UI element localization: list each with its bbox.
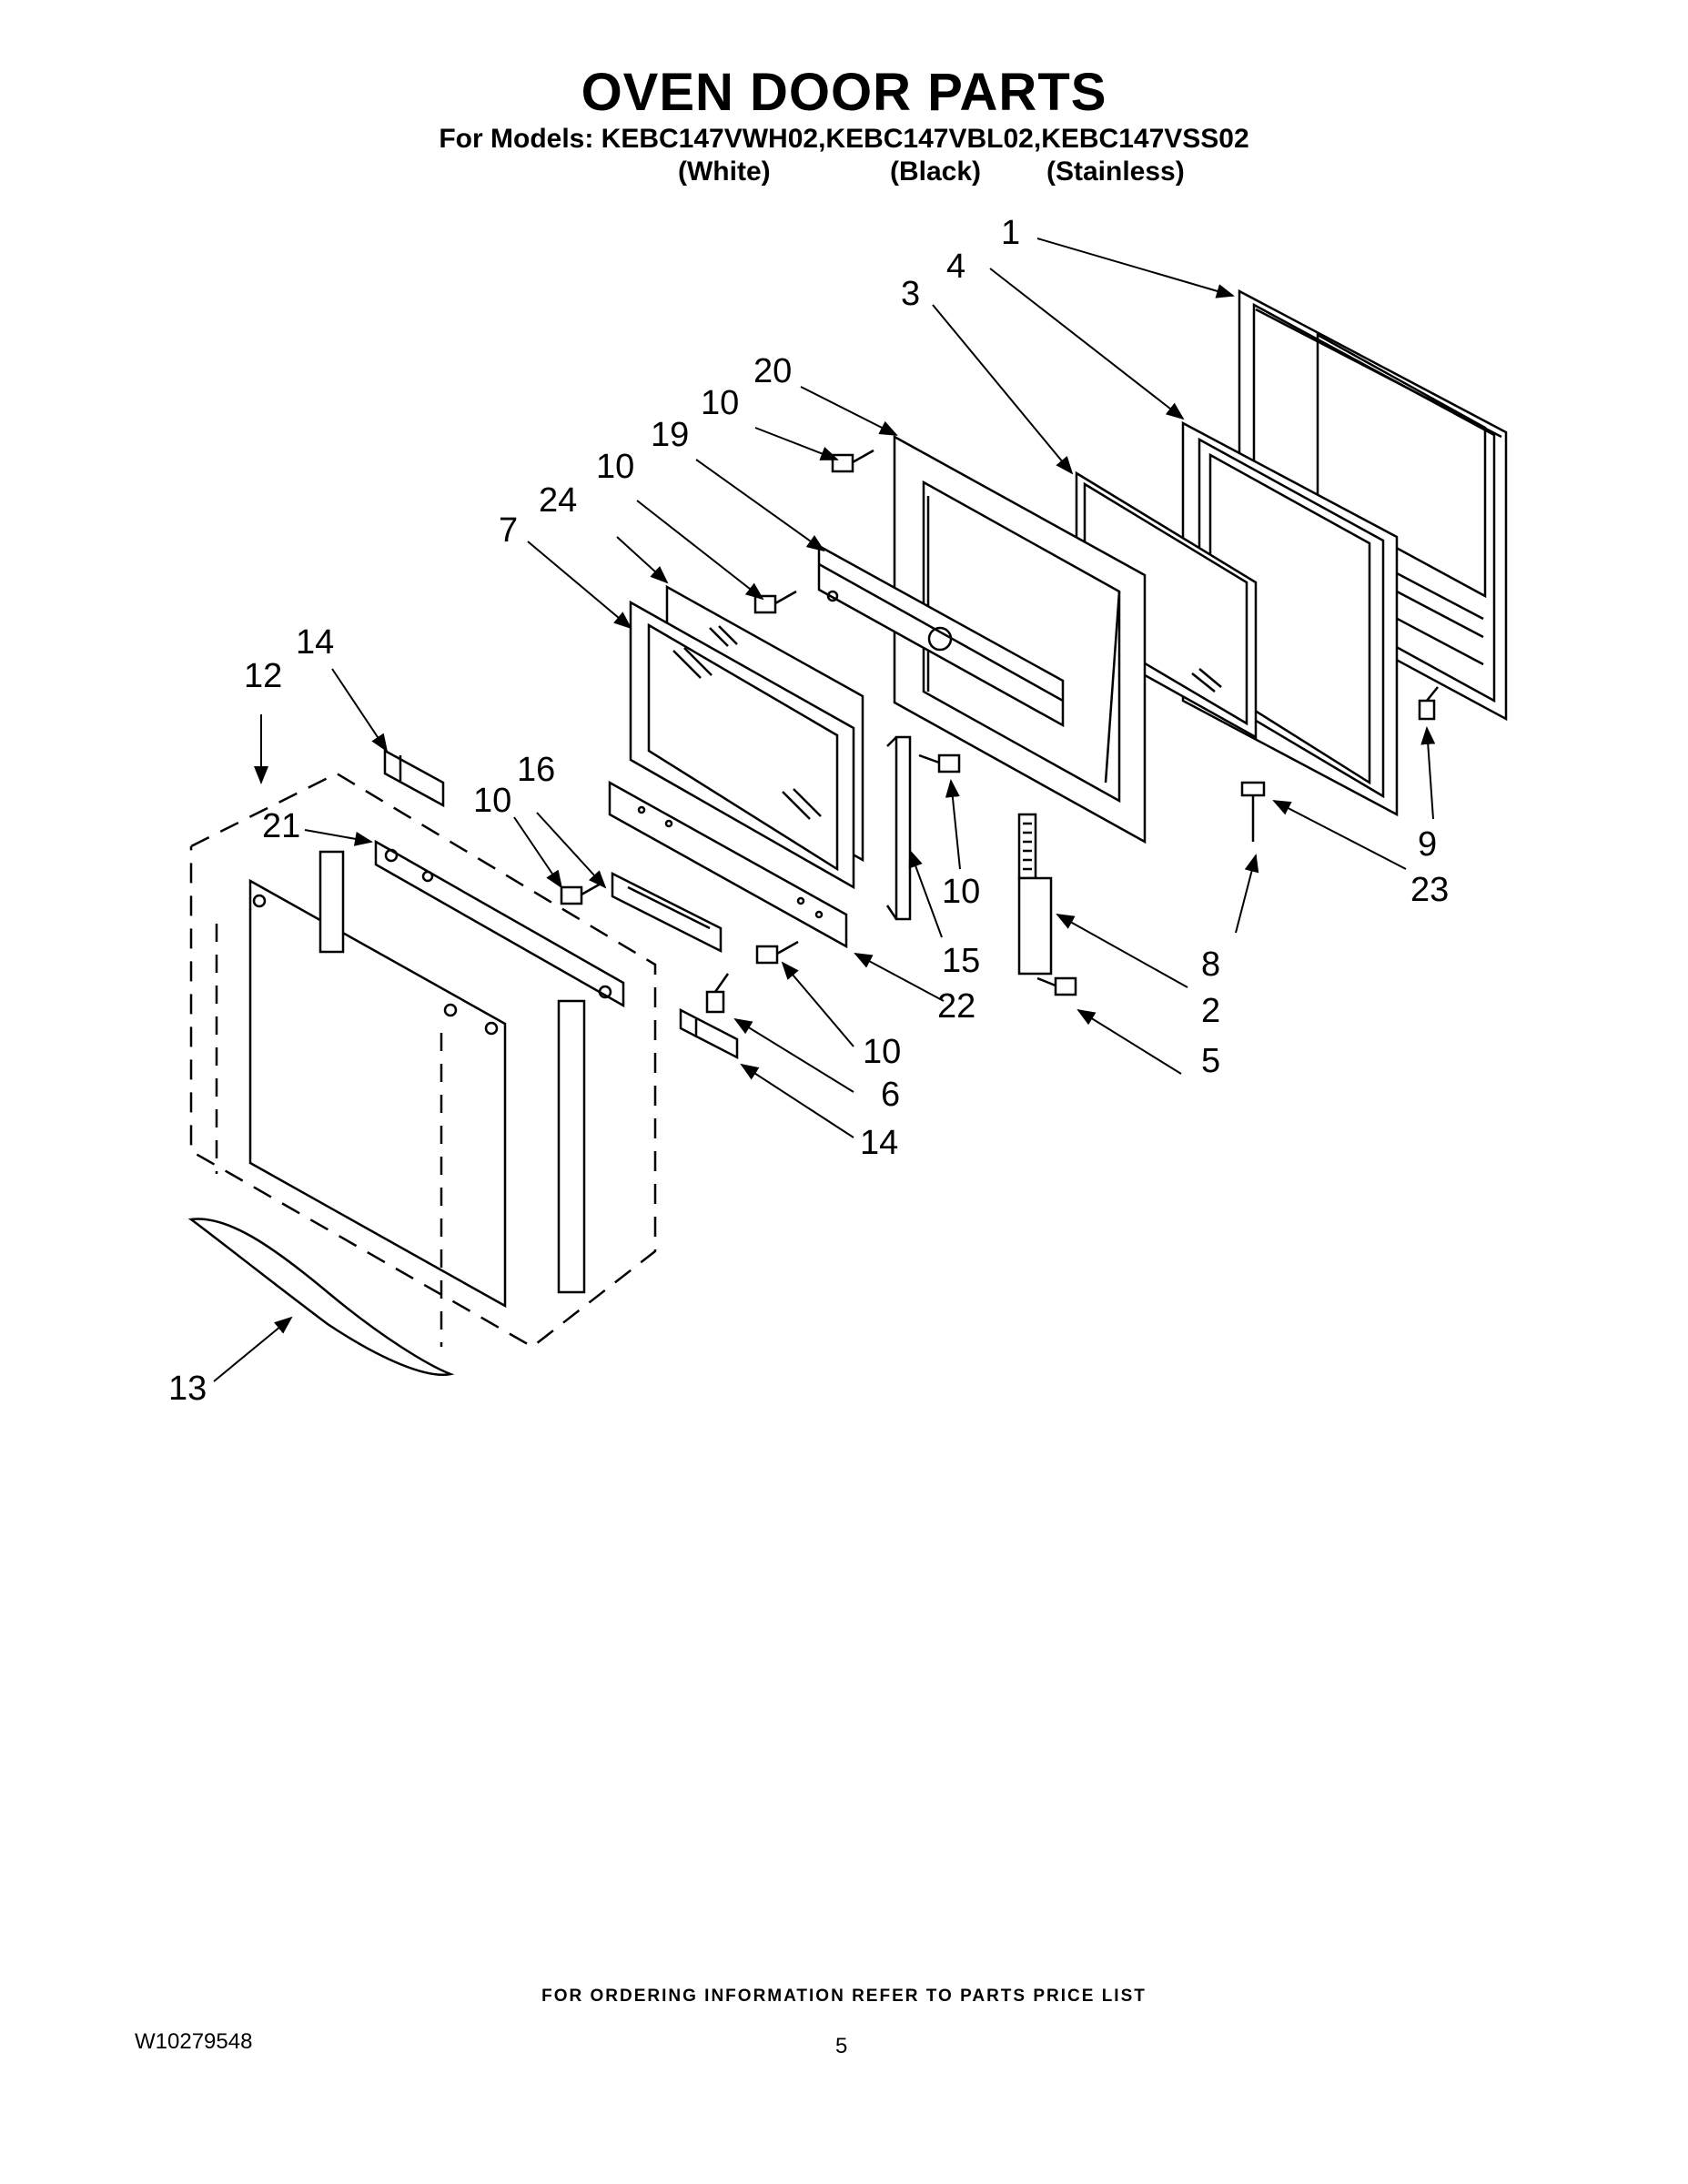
callout-12: 12 xyxy=(244,657,282,695)
callout-9: 9 xyxy=(1418,825,1437,864)
callout-10-lower: 10 xyxy=(863,1033,901,1071)
callout-5: 5 xyxy=(1201,1042,1220,1080)
models-line: For Models: KEBC147VWH02,KEBC147VBL02,KE… xyxy=(439,124,1249,154)
callout-3: 3 xyxy=(901,275,920,313)
callout-13: 13 xyxy=(168,1370,207,1408)
door-handle xyxy=(187,1218,455,1376)
callout-22: 22 xyxy=(937,987,975,1026)
callout-4: 4 xyxy=(946,248,965,286)
variant-black: (Black) xyxy=(890,157,982,187)
callout-7: 7 xyxy=(499,511,518,550)
small-bracket-lower xyxy=(679,1007,739,1060)
callout-10-top: 10 xyxy=(701,384,739,422)
callout-10-upper: 10 xyxy=(596,448,634,486)
vent-bracket xyxy=(611,871,723,954)
screws xyxy=(560,449,1439,1014)
callout-19: 19 xyxy=(651,416,689,454)
callout-15: 15 xyxy=(942,942,980,980)
callout-20: 20 xyxy=(753,352,792,390)
callout-16: 16 xyxy=(517,751,555,789)
callout-24: 24 xyxy=(539,481,577,520)
variant-stainless: (Stainless) xyxy=(1046,157,1185,187)
outer-door-glass xyxy=(215,878,507,1347)
callout-6: 6 xyxy=(881,1076,900,1114)
leader-lines xyxy=(213,238,1436,1382)
lower-door-trim xyxy=(608,780,848,949)
outer-door-side-strip-left xyxy=(318,850,345,954)
variant-white: (White) xyxy=(678,157,771,187)
ordering-note: FOR ORDERING INFORMATION REFER TO PARTS … xyxy=(541,1987,1147,2006)
callout-10-mid: 10 xyxy=(942,873,980,911)
callout-21: 21 xyxy=(262,807,300,845)
outer-door-top-strip xyxy=(374,839,625,1008)
front-glass xyxy=(629,600,855,890)
small-bracket-upper xyxy=(383,748,445,808)
page-number: 5 xyxy=(835,2034,848,2058)
outer-door-side-strip-right xyxy=(557,999,586,1294)
callout-23: 23 xyxy=(1410,871,1449,909)
callout-14-lower: 14 xyxy=(860,1124,898,1162)
page-title: OVEN DOOR PARTS xyxy=(581,63,1107,122)
outer-door-assembly xyxy=(189,772,657,1349)
callout-1: 1 xyxy=(1001,214,1020,252)
document-number: W10279548 xyxy=(135,2029,253,2054)
callout-2: 2 xyxy=(1201,992,1220,1030)
door-hinge xyxy=(1017,813,1053,976)
heat-shield-bracket xyxy=(817,543,1065,728)
callout-10-left: 10 xyxy=(473,782,511,820)
side-channel xyxy=(885,735,912,921)
callout-14-upper: 14 xyxy=(296,623,334,662)
callout-8: 8 xyxy=(1201,945,1220,984)
